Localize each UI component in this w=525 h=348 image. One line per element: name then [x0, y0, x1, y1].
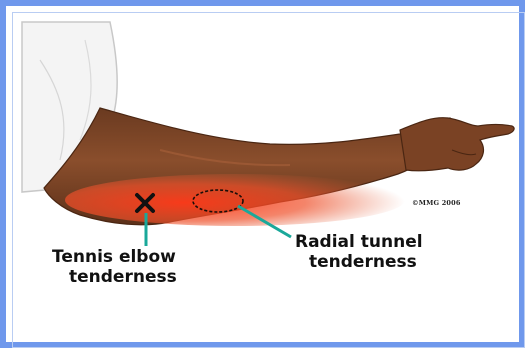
radial-tunnel-label: Radial tunnel tenderness: [295, 232, 423, 272]
tennis-elbow-label: Tennis elbow tenderness: [52, 247, 177, 287]
tennis-elbow-label-line2: tenderness: [52, 267, 177, 287]
copyright-notice: ©MMG 2006: [412, 199, 461, 207]
radial-tunnel-label-line2: tenderness: [295, 252, 423, 272]
tenderness-region: [65, 174, 405, 226]
hand: [400, 118, 514, 171]
tennis-elbow-label-line1: Tennis elbow: [52, 247, 177, 267]
radial-tunnel-label-line1: Radial tunnel: [295, 232, 423, 252]
